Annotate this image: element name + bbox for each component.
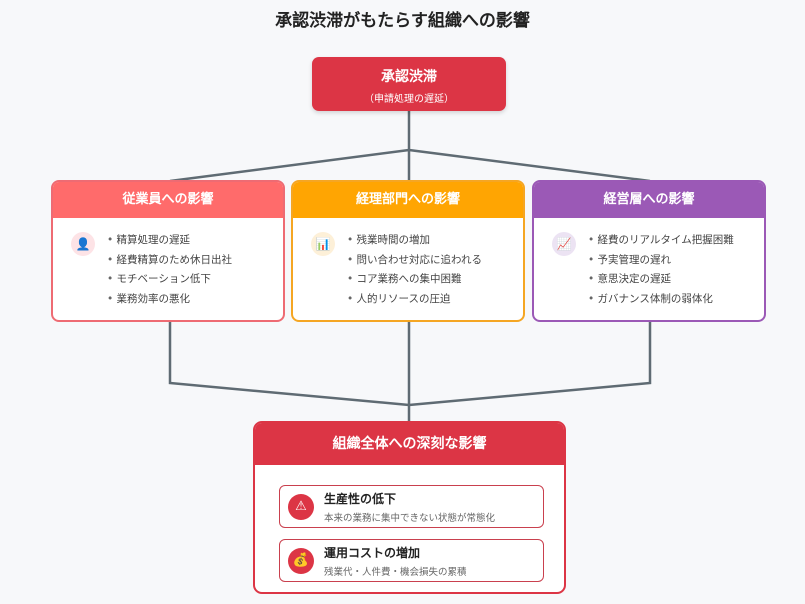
impact-desc: 残業代・人件費・機会損失の累積 <box>324 566 467 578</box>
impact-title: 生産性の低下 <box>324 491 397 506</box>
card-management: 経営層への影響 📈 経費のリアルタイム把握困難予実管理の遅れ意思決定の遅延ガバナ… <box>532 180 766 322</box>
list-item: 精算処理の遅延 <box>107 232 232 252</box>
card-accounting: 経理部門への影響 📊 残業時間の増加問い合わせ対応に追われるコア業務への集中困難… <box>291 180 525 322</box>
impact-cost: 💰 運用コストの増加残業代・人件費・機会損失の累積 <box>279 539 544 582</box>
list-item: コア業務への集中困難 <box>347 271 482 291</box>
list-item: モチベーション低下 <box>107 271 232 291</box>
list-item: 経費精算のため休日出社 <box>107 252 233 272</box>
money-bag-icon: 💰 <box>288 547 314 574</box>
card-title: 経営層への影響 <box>534 182 764 218</box>
impact-title: 運用コストの増加 <box>324 545 421 560</box>
person-icon: 👤 <box>71 232 95 256</box>
list-item: 残業時間の増加 <box>347 232 482 252</box>
organization-impact-title: 組織全体への深刻な影響 <box>255 423 564 465</box>
line-chart-icon: 📈 <box>552 232 576 256</box>
card-title: 経理部門への影響 <box>293 182 523 218</box>
root-node-approval-congestion: 承認渋滞 （申請処理の遅延） <box>312 57 506 111</box>
card-employees: 従業員への影響 👤 精算処理の遅延経費精算のため休日出社モチベーション低下業務効… <box>51 180 285 322</box>
diagram-title: 承認渋滞がもたらす組織への影響 <box>275 11 530 31</box>
bar-chart-icon: 📊 <box>311 232 335 256</box>
impact-productivity: ⚠ 生産性の低下本来の業務に集中できない状態が常態化 <box>279 485 544 528</box>
list-item: 意思決定の遅延 <box>588 271 734 291</box>
warning-icon: ⚠ <box>288 493 314 520</box>
impact-desc: 本来の業務に集中できない状態が常態化 <box>324 512 496 524</box>
list-item: 経費のリアルタイム把握困難 <box>588 232 734 252</box>
list-item: 業務効率の悪化 <box>107 291 232 311</box>
list-item: ガバナンス体制の弱体化 <box>588 291 734 311</box>
list-item: 問い合わせ対応に追われる <box>347 252 482 272</box>
root-subtitle: （申請処理の遅延） <box>364 94 454 105</box>
card-title: 従業員への影響 <box>53 182 283 218</box>
list-item: 予実管理の遅れ <box>588 252 734 272</box>
root-title: 承認渋滞 <box>381 69 437 85</box>
list-item: 人的リソースの圧迫 <box>347 291 482 311</box>
organization-impact-box: 組織全体への深刻な影響 ⚠ 生産性の低下本来の業務に集中できない状態が常態化 💰… <box>253 421 566 594</box>
